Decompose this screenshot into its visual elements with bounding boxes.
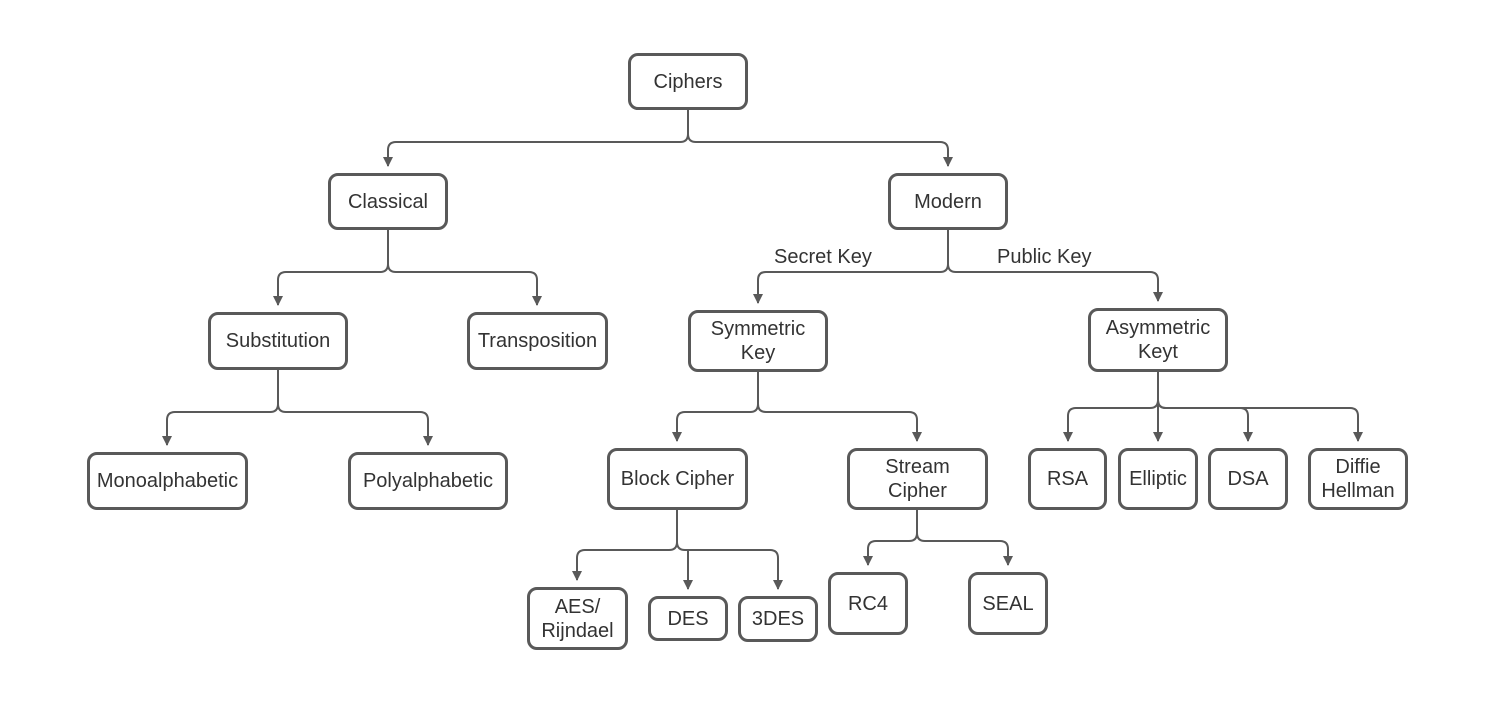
edge-stream-rc4: [863, 510, 918, 566]
node-dsa-label: DSA: [1227, 468, 1269, 490]
edge-classical-transposition: [387, 230, 542, 306]
node-transposition-label: Transposition: [477, 330, 598, 352]
node-monoalphabetic-label: Monoalphabetic: [96, 470, 239, 492]
edge-symmetric-stream-cipher: [757, 372, 922, 442]
edge-asymmetric-diffie-hellman: [1157, 372, 1363, 442]
edge-label-secret-key: Secret Key: [772, 246, 874, 269]
node-classical: Classical: [328, 173, 448, 230]
node-des: DES: [648, 596, 728, 641]
node-stream-cipher: Stream Cipher: [847, 448, 988, 510]
node-seal: SEAL: [968, 572, 1048, 635]
node-ciphers-label: Ciphers: [653, 70, 723, 93]
node-modern: Modern: [888, 173, 1008, 230]
node-symmetric-key-label: Symmetric Key: [710, 318, 806, 364]
node-polyalphabetic: Polyalphabetic: [348, 452, 508, 510]
edge-substitution-polyalphabetic: [277, 370, 433, 446]
node-diffie-hellman: Diffie Hellman: [1308, 448, 1408, 510]
edge-asymmetric-rsa: [1063, 372, 1159, 442]
node-block-cipher-label: Block Cipher: [620, 468, 735, 490]
node-substitution: Substitution: [208, 312, 348, 370]
edge-stream-seal: [916, 510, 1013, 566]
edge-classical-substitution: [273, 230, 389, 306]
node-diffie-hellman-label: Diffie Hellman: [1321, 456, 1395, 502]
node-aes-rijndael: AES/ Rijndael: [527, 587, 628, 650]
node-classical-label: Classical: [347, 190, 429, 213]
edge-block-aes-rijndael: [572, 510, 678, 581]
edge-symmetric-block-cipher: [672, 372, 759, 442]
edge-ciphers-modern: [687, 110, 953, 167]
node-elliptic: Elliptic: [1118, 448, 1198, 510]
node-substitution-label: Substitution: [225, 330, 331, 352]
node-monoalphabetic: Monoalphabetic: [87, 452, 248, 510]
node-ciphers: Ciphers: [628, 53, 748, 110]
node-asymmetric-keyt: Asymmetric Keyt: [1088, 308, 1228, 372]
node-dsa: DSA: [1208, 448, 1288, 510]
edge-asymmetric-dsa: [1157, 372, 1253, 442]
node-block-cipher: Block Cipher: [607, 448, 748, 510]
node-stream-cipher-label: Stream Cipher: [885, 456, 950, 502]
node-polyalphabetic-label: Polyalphabetic: [362, 470, 494, 492]
edge-modern-asymmetric-keyt: [947, 230, 1163, 302]
node-rsa: RSA: [1028, 448, 1107, 510]
node-asymmetric-keyt-label: Asymmetric Keyt: [1105, 317, 1211, 363]
edge-ciphers-classical: [383, 110, 689, 167]
edge-substitution-monoalphabetic: [162, 370, 279, 446]
node-elliptic-label: Elliptic: [1129, 468, 1187, 490]
node-modern-label: Modern: [914, 190, 982, 213]
node-rc4-label: RC4: [847, 592, 888, 615]
node-3des: 3DES: [738, 596, 818, 642]
edge-label-public-key: Public Key: [995, 246, 1094, 269]
node-rsa-label: RSA: [1046, 468, 1089, 490]
edge-block-3des: [676, 510, 783, 590]
node-transposition: Transposition: [467, 312, 608, 370]
node-des-label: DES: [667, 607, 709, 630]
node-3des-label: 3DES: [751, 608, 805, 630]
node-aes-rijndael-label: AES/ Rijndael: [541, 595, 614, 642]
node-symmetric-key: Symmetric Key: [688, 310, 828, 372]
node-rc4: RC4: [828, 572, 908, 635]
node-seal-label: SEAL: [982, 592, 1034, 615]
